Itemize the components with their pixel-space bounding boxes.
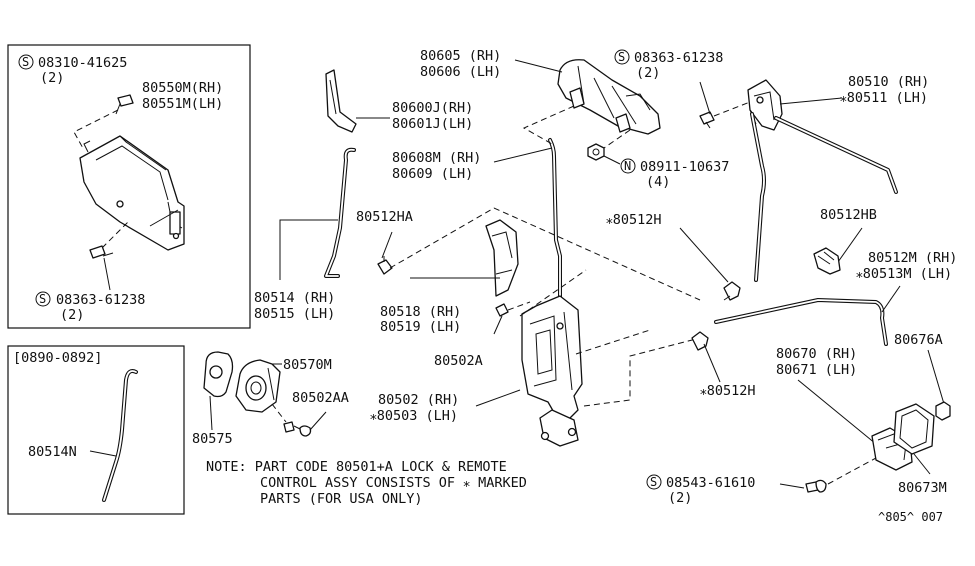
remote-lh-label: 80671 (LH) [776,362,857,378]
cover-rh-label: 80600J(RH) [392,100,473,116]
rod-513m-label: ⁎80513M (LH) [856,266,952,282]
key-cylinder-icon [235,359,281,413]
escutcheon-label: 80673M [898,480,947,496]
s-symbol-letter: S [22,55,29,69]
rod-80514-icon [324,147,356,278]
inset-frame-rod: [0890-0892] 80514N [7,345,185,515]
s-symbol-icon [35,291,51,307]
handle-screw-code: 08363-61238 [634,50,723,66]
screw-80502a-icon [493,303,509,335]
clip-hb-icon [813,247,841,275]
bracket-lh-label: 80551M(LH) [142,96,223,112]
screw-502a-label: 80502A [434,353,483,369]
s-symbol-icon [646,474,662,490]
rod-80512m-icon [714,298,888,346]
note-line-1: NOTE: PART CODE 80501+A LOCK & REMOTE [206,459,507,475]
bolt-top-qty: (2) [40,70,64,86]
inner-lh-label: ⁎80511 (LH) [840,90,928,106]
guard-icon [485,219,519,297]
outside-handle-icon [557,59,661,135]
handle-screw-qty: (2) [636,65,660,81]
rod-512m-label: 80512M (RH) [868,250,957,266]
bolt-top-code: 08310-41625 [38,55,127,71]
door-lock-icon [521,295,583,447]
clip-h-top-label: ⁎80512H [606,212,662,228]
cover-lh-label: 80601J(LH) [392,116,473,132]
note-block: NOTE: PART CODE 80501+A LOCK & REMOTE CO… [206,459,527,507]
note-line-2: CONTROL ASSY CONSISTS OF ⁎ MARKED [260,475,527,491]
plate-label: 80575 [192,431,233,447]
note-line-3: PARTS (FOR USA ONLY) [260,491,423,507]
s-symbol-icon [18,54,34,70]
rod-vertical-right-icon [750,112,766,282]
s-symbol-letter: S [39,292,46,306]
bolt-bottom-qty: (2) [60,307,84,323]
n-symbol-icon [620,158,636,174]
clip-ha-icon [377,256,393,275]
guard-rh-label: 80518 (RH) [380,304,461,320]
bolt-bottom-icon [89,245,114,259]
cover-icon [325,69,357,133]
clip-h-bottom-icon [691,331,709,351]
screw-543-qty: (2) [668,490,692,506]
s-symbol-letter: S [650,475,657,489]
rod-80608-icon [548,138,572,312]
clip-ha-label: 80512HA [356,209,413,225]
screw-543-icon [805,479,827,493]
rod-80514n-label: 80514N [28,444,77,460]
gasket-plate-icon [203,351,234,398]
rod-80510-icon [774,116,898,194]
screw-aa-label: 80502AA [292,390,349,406]
date-range-label: [0890-0892] [13,350,102,366]
screw-543-code: 08543-61610 [666,475,755,491]
lock-rh-label: 80502 (RH) [378,392,459,408]
nut-code: 08911-10637 [640,159,729,175]
clip-h-bottom-label: ⁎80512H [700,383,756,399]
handle-rh-label: 80605 (RH) [420,48,501,64]
bracket-rh-label: 80550M(RH) [142,80,223,96]
cylinder-label: 80570M [283,357,332,373]
lock-lh-label: ⁎80503 (LH) [370,408,458,424]
s-symbol-icon [614,49,630,65]
rod-514-label: 80514 (RH) [254,290,335,306]
remote-rh-label: 80670 (RH) [776,346,857,362]
figure-code: ^805^ 007 [878,510,943,524]
clip-676-icon [935,401,951,421]
nut-qty: (4) [646,174,670,190]
inset-frame-bracket: S 08310-41625 (2) 80550M(RH) 80551M(LH) [7,44,251,329]
screw-80502aa-icon [283,421,312,437]
clip-676-label: 80676A [894,332,943,348]
guard-lh-label: 80519 (LH) [380,319,461,335]
nut-icon [587,143,605,161]
bolt-bottom-code: 08363-61238 [56,292,145,308]
screw-handle-icon [699,111,715,129]
rod-609-label: 80609 (LH) [392,166,473,182]
rod-608-label: 80608M (RH) [392,150,481,166]
clip-h-top-icon [723,281,741,301]
rod-515-label: 80515 (LH) [254,306,335,322]
inner-rh-label: 80510 (RH) [848,74,929,90]
clip-hb-label: 80512HB [820,207,877,223]
n-symbol-letter: N [624,159,631,173]
bracket-icon [79,135,185,251]
escutcheon-icon [893,403,935,455]
s-symbol-letter: S [618,50,625,64]
handle-lh-label: 80606 (LH) [420,64,501,80]
bolt-top-icon [115,94,134,115]
